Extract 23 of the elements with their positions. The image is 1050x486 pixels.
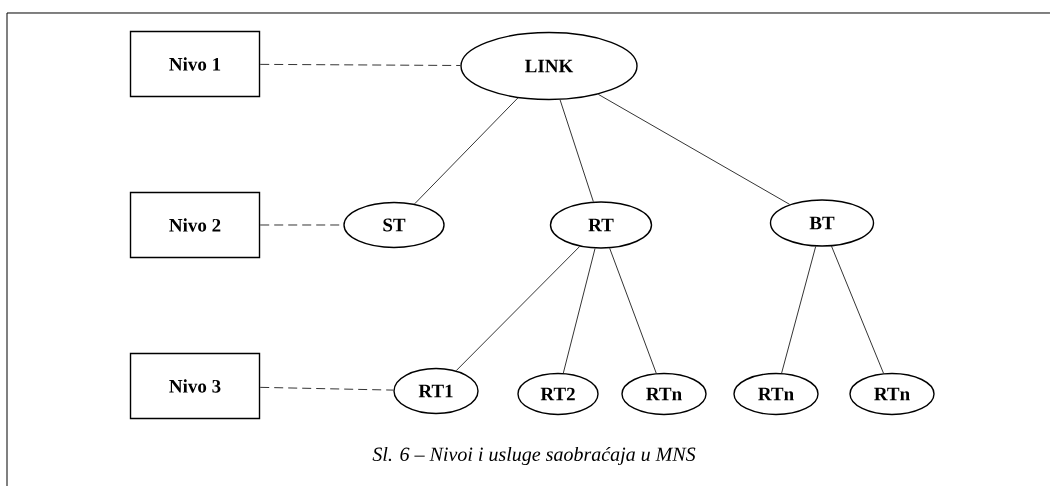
ellipse-node: RTn bbox=[621, 372, 707, 416]
ellipse-node: ST bbox=[343, 201, 445, 249]
connector-line bbox=[609, 247, 657, 374]
ellipse-node: RTn bbox=[733, 372, 819, 416]
dashed-connector bbox=[259, 63, 461, 66]
ellipse-node: BT bbox=[769, 199, 875, 247]
connector-line bbox=[414, 97, 519, 205]
ellipse-node: LINK bbox=[460, 31, 638, 101]
dashed-connector bbox=[259, 386, 394, 391]
level-box: Nivo 1 bbox=[129, 30, 261, 98]
connector-line bbox=[562, 248, 596, 374]
connector-line bbox=[455, 246, 580, 371]
ellipse-node: RT bbox=[549, 201, 653, 249]
connector-line bbox=[831, 245, 884, 374]
level-box: Nivo 3 bbox=[129, 352, 261, 420]
connector-line bbox=[781, 246, 817, 374]
level-box: Nivo 2 bbox=[129, 191, 261, 259]
connector-line bbox=[559, 99, 594, 202]
caption: Sl. 6 – Nivoi i usluge saobraćaja u MNS bbox=[372, 446, 696, 466]
ellipse-node: RT2 bbox=[517, 372, 599, 416]
connector-line bbox=[598, 94, 791, 205]
ellipse-node: RTn bbox=[849, 372, 935, 416]
ellipse-node: RT1 bbox=[393, 367, 479, 415]
